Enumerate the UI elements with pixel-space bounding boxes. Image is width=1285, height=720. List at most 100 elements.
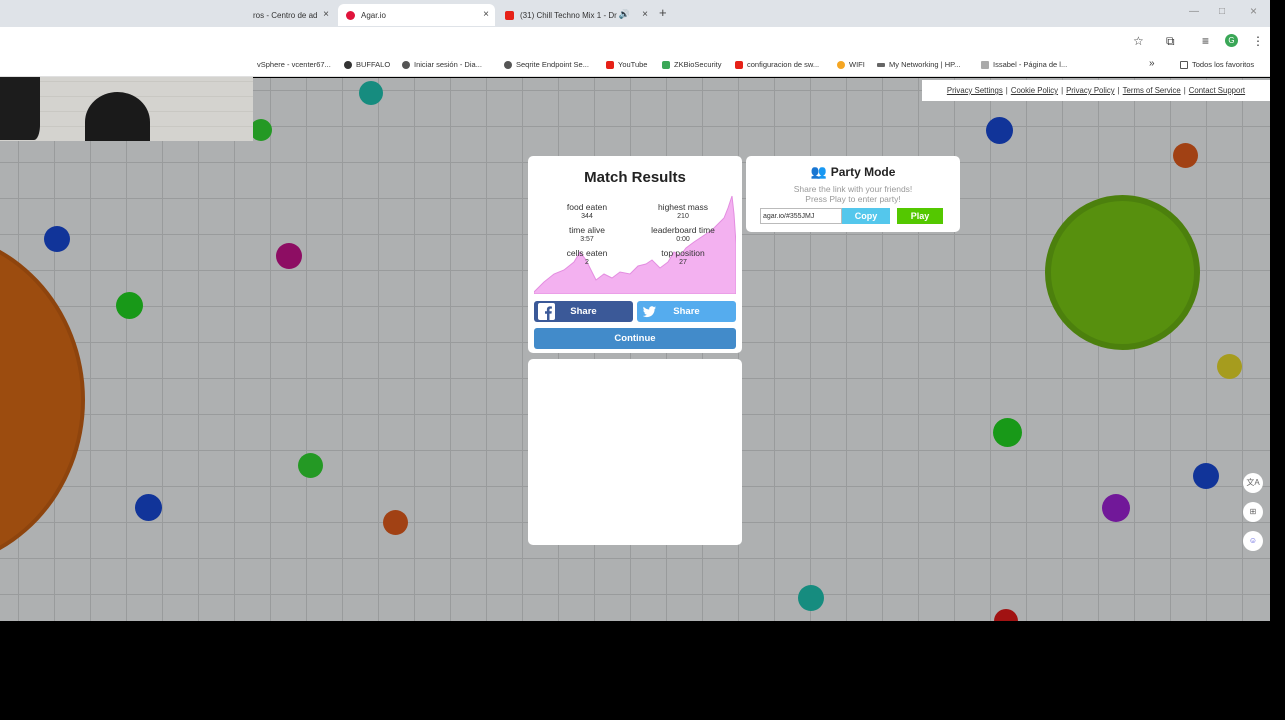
tab-label: (31) Chill Techno Mix 1 - Dr <box>520 10 617 20</box>
legal-links: Privacy Settings | Cookie Policy | Priva… <box>922 80 1270 101</box>
copy-button[interactable]: Copy <box>842 208 890 224</box>
food-pellet <box>298 453 323 478</box>
food-pellet <box>993 418 1022 447</box>
maximize-icon[interactable]: □ <box>1219 6 1226 17</box>
audio-icon[interactable]: 🔊 <box>618 9 630 19</box>
mass-graph-area <box>534 195 736 294</box>
bookmark-item[interactable]: My Networking | HP... <box>877 60 960 69</box>
separator: | <box>1117 86 1120 95</box>
food-pellet <box>1217 354 1242 379</box>
page-icon <box>981 60 989 69</box>
bookmark-item[interactable]: BUFFALO <box>344 60 390 69</box>
tab-strip: ros - Centro de ad × Agar.io × (31) Chil… <box>0 0 1270 27</box>
privacy-policy-link[interactable]: Privacy Policy <box>1066 86 1115 95</box>
tab-label: ros - Centro de ad <box>253 10 318 20</box>
separator: | <box>1005 86 1008 95</box>
globe-icon <box>402 60 410 69</box>
assistant-icon[interactable]: ☺ <box>1243 531 1263 551</box>
twitter-share-button[interactable]: Share <box>637 301 736 322</box>
food-pellet <box>116 292 143 319</box>
folder-icon <box>1180 60 1188 69</box>
food-pellet <box>986 117 1013 144</box>
twitter-icon <box>642 306 656 318</box>
bookmark-item[interactable]: vSphere - vcenter67... <box>257 60 331 69</box>
facebook-icon <box>538 303 555 320</box>
network-icon <box>877 62 885 67</box>
bookmark-item[interactable]: Issabel - Página de l... <box>981 60 1067 69</box>
food-pellet <box>276 243 302 269</box>
cookie-policy-link[interactable]: Cookie Policy <box>1010 86 1059 95</box>
food-pellet <box>44 226 70 252</box>
people-icon: 👥 <box>810 164 827 179</box>
facebook-share-button[interactable]: Share <box>534 301 633 322</box>
tab-label: Agar.io <box>361 10 386 20</box>
toolbar: ☆ ⧉ ≡ ⋮ <box>0 27 1270 55</box>
profile-avatar[interactable]: G <box>1225 34 1238 47</box>
bookmark-item[interactable]: Seqrite Endpoint Se... <box>504 60 589 69</box>
wifi-icon <box>837 60 845 69</box>
all-favorites-folder[interactable]: Todos los favoritos <box>1180 60 1254 69</box>
food-pellet <box>359 81 383 105</box>
globe-icon <box>344 60 352 69</box>
tab-chill-techno[interactable]: (31) Chill Techno Mix 1 - Dr 🔊 × <box>497 4 654 26</box>
food-pellet <box>994 609 1018 621</box>
youtube-favicon-icon <box>505 10 514 20</box>
tab-centro-admin[interactable]: ros - Centro de ad × <box>245 4 335 26</box>
bookmark-item[interactable]: YouTube <box>606 60 647 69</box>
food-pellet <box>1173 143 1198 168</box>
contact-support-link[interactable]: Contact Support <box>1188 86 1246 95</box>
globe-icon <box>504 60 512 69</box>
window-close-icon[interactable]: × <box>1250 4 1258 18</box>
bookmark-item[interactable]: configuracion de sw... <box>735 60 819 69</box>
bookmark-item[interactable]: ZKBioSecurity <box>662 60 722 69</box>
translate-icon[interactable]: 文A <box>1243 473 1263 493</box>
food-pellet <box>135 494 162 521</box>
grid-icon[interactable]: ⊞ <box>1243 502 1263 522</box>
food-pellet <box>1102 494 1130 522</box>
youtube-icon <box>735 60 743 69</box>
bookmark-item[interactable]: Iniciar sesión - Dia... <box>402 60 482 69</box>
party-subtitle: Share the link with your friends! Press … <box>793 184 913 204</box>
continue-button[interactable]: Continue <box>534 328 736 349</box>
media-queue-icon[interactable]: ≡ <box>1202 34 1210 48</box>
party-mode-panel: 👥Party Mode Share the link with your fri… <box>746 156 960 232</box>
bookmark-item[interactable]: WIFI <box>837 60 865 69</box>
bookmarks-overflow-icon[interactable]: » <box>1149 58 1155 69</box>
bookmark-star-icon[interactable]: ☆ <box>1133 34 1144 48</box>
match-results-title: Match Results <box>584 169 686 186</box>
food-pellet <box>250 119 272 141</box>
menu-icon[interactable]: ⋮ <box>1252 34 1264 48</box>
minimize-icon[interactable]: — <box>1189 6 1199 17</box>
close-icon[interactable]: × <box>323 9 329 20</box>
agario-favicon-icon <box>346 10 355 20</box>
extensions-icon[interactable]: ⧉ <box>1166 34 1175 48</box>
privacy-settings-link[interactable]: Privacy Settings <box>946 86 1003 95</box>
food-pellet <box>798 585 824 611</box>
shield-icon <box>662 60 670 69</box>
new-tab-button[interactable]: + <box>659 5 667 20</box>
youtube-icon <box>606 60 614 69</box>
separator: | <box>1183 86 1186 95</box>
ad-panel <box>528 359 742 545</box>
terms-of-service-link[interactable]: Terms of Service <box>1122 86 1181 95</box>
food-pellet <box>383 510 408 535</box>
party-mode-title: 👥Party Mode <box>810 164 896 179</box>
separator: | <box>1061 86 1064 95</box>
cell-green-large <box>1045 195 1200 350</box>
play-button[interactable]: Play <box>897 208 943 224</box>
bookmarks-bar: vSphere - vcenter67... BUFFALO Iniciar s… <box>0 55 1270 77</box>
close-icon[interactable]: × <box>483 9 489 20</box>
food-pellet <box>1193 463 1219 489</box>
party-link-input[interactable] <box>760 208 842 224</box>
tab-agario[interactable]: Agar.io × <box>338 4 495 26</box>
close-icon[interactable]: × <box>642 9 648 20</box>
mass-graph <box>534 195 736 294</box>
